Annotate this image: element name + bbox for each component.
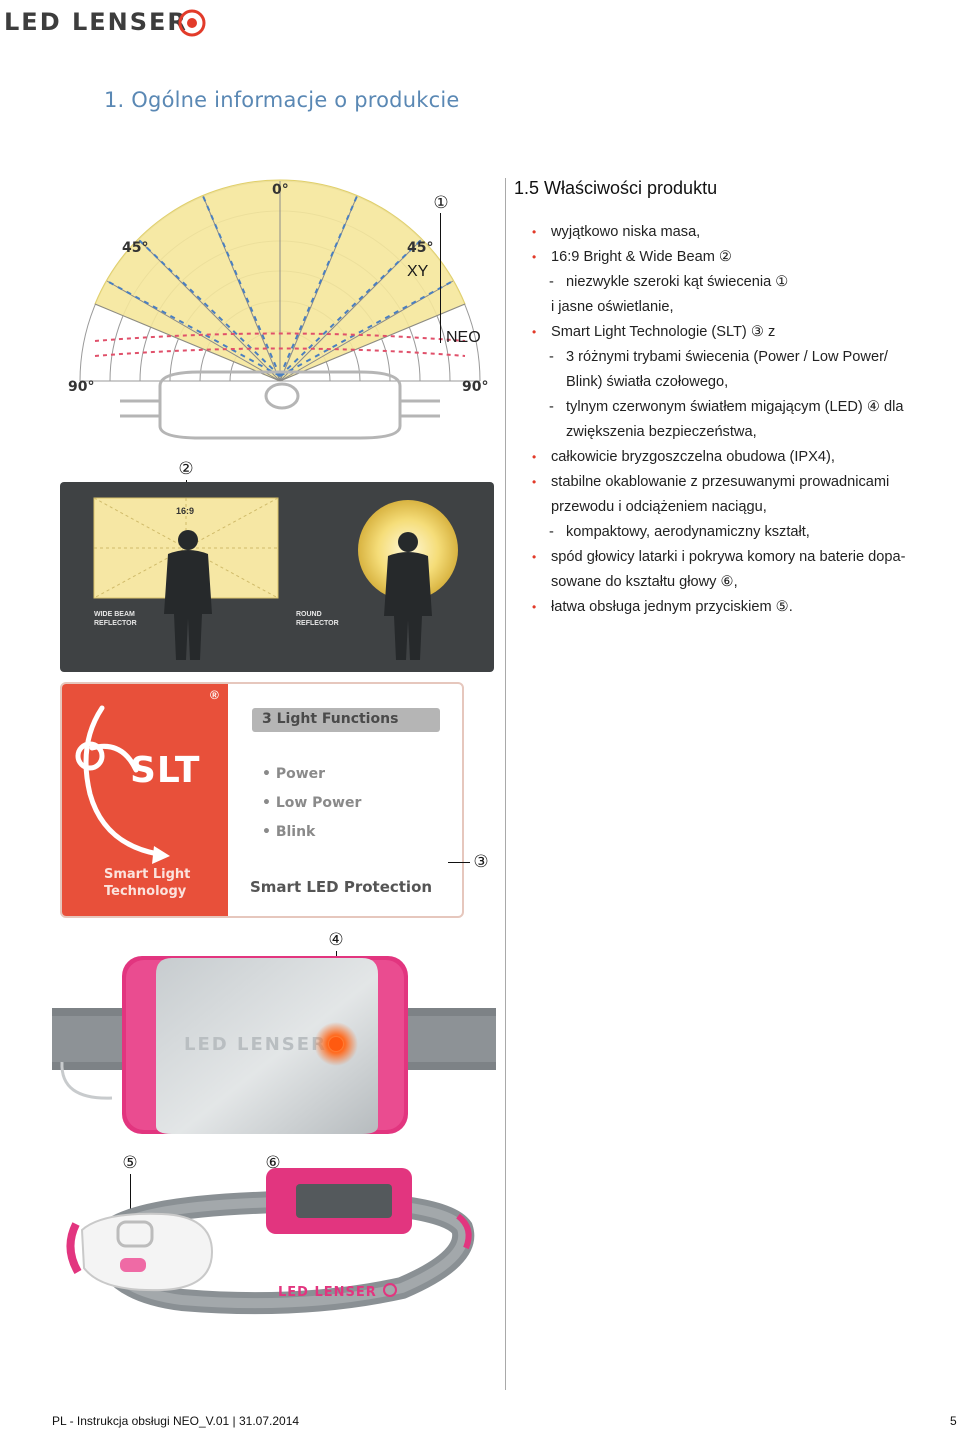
feature-text: spód głowicy latarki i pokrywa komory na…: [551, 549, 906, 565]
beam-comparison-panel: 16:9 WIDE BEAM REFLECTOR ROUND REFLECTOR: [60, 482, 494, 672]
label-xy: XY: [407, 263, 429, 280]
bullet-marker: •: [532, 325, 537, 339]
dash-marker: -: [549, 274, 554, 290]
angle-right-45-label: 45°: [407, 240, 433, 256]
feature-line: • łatwa obsługa jednym przyciskiem ⑤.: [532, 595, 952, 620]
ratio-label: 16:9: [176, 506, 195, 516]
callout-5: ⑤: [122, 1153, 138, 1173]
slt-logo-text: SLT: [130, 750, 201, 791]
feature-text: tylnym czerwonym światłem migającym (LED…: [566, 399, 904, 415]
rear-led-photo: LED LENSER: [52, 950, 496, 1140]
wide-beam-caption: WIDE BEAM REFLECTOR: [94, 610, 137, 628]
bullet-marker: •: [532, 225, 537, 239]
feature-text: 3 różnymi trybami świecenia (Power / Low…: [566, 349, 888, 365]
page-number: 5: [950, 1414, 957, 1428]
slt-subtitle-line-2: Technology: [104, 884, 187, 899]
feature-line: • stabilne okablowanie z przesuwanymi pro…: [532, 470, 952, 495]
feature-text: Blink) światła czołowego,: [566, 374, 729, 390]
slt-card: SLT Smart Light Technology ® 3 Light Fun…: [60, 682, 464, 918]
feature-text: i jasne oświetlanie,: [551, 299, 674, 315]
feature-text: całkowicie bryzgoszczelna obudowa (IPX4)…: [551, 449, 835, 465]
angle-right-90-label: 90°: [462, 379, 488, 395]
feature-line: • spód głowicy latarki i pokrywa komory n…: [532, 545, 952, 570]
bullet-marker: •: [532, 475, 537, 489]
callout-1: ①: [433, 193, 449, 213]
callout-2: ②: [178, 459, 194, 479]
feature-line: sowane do kształtu głowy ⑥,: [532, 570, 952, 595]
feature-line: • 16:9 Bright & Wide Beam ②: [532, 245, 952, 270]
footer-doc-info: PL - Instrukcja obsługi NEO_V.01 | 31.07…: [52, 1414, 300, 1428]
feature-line: -niezwykle szeroki kąt świecenia ①: [532, 270, 952, 295]
beam-angle-diagram: 0° 45° 45° 90° 90°: [60, 176, 500, 466]
round-reflector-caption-line-2: REFLECTOR: [296, 620, 339, 627]
angle-left-90-label: 90°: [68, 379, 94, 395]
feature-line: -tylnym czerwonym światłem migającym (LE…: [532, 395, 952, 420]
round-reflector-caption-line-1: ROUND: [296, 611, 322, 618]
section-heading: 1. Ogólne informacje o produkcie: [104, 88, 460, 112]
column-divider: [505, 178, 506, 1390]
wide-beam-caption-line-2: REFLECTOR: [94, 620, 137, 627]
angle-left-45-label: 45°: [122, 240, 148, 256]
bullet-marker: •: [532, 450, 537, 464]
slt-subtitle-line-1: Smart Light: [104, 867, 191, 882]
angle-0-label: 0°: [272, 182, 289, 198]
feature-line: przewodu i odciążeniem naciągu,: [532, 495, 952, 520]
feature-line: -kompaktowy, aerodynamiczny kształt,: [532, 520, 952, 545]
callout-3-leader: [448, 862, 470, 863]
dash-marker: -: [549, 399, 554, 415]
feature-text: sowane do kształtu głowy ⑥,: [551, 574, 738, 590]
feature-text: 16:9 Bright & Wide Beam ②: [551, 249, 732, 265]
housing-brand-text: LED LENSER: [184, 1034, 327, 1055]
feature-line: i jasne oświetlanie,: [532, 295, 952, 320]
headlamp-strap-photo: LED LENSER: [62, 1168, 482, 1318]
feature-line: zwiększenia bezpieczeństwa,: [532, 420, 952, 445]
slt-red-panel: SLT Smart Light Technology ®: [62, 684, 228, 916]
features-title: 1.5 Właściwości produktu: [514, 178, 718, 198]
bullet-marker: •: [532, 550, 537, 564]
brand-logo: LED LENSER: [4, 4, 214, 38]
callout-4: ④: [328, 930, 344, 950]
bullet-marker: •: [532, 250, 537, 264]
feature-line: • wyjątkowo niska masa,: [532, 220, 952, 245]
feature-text: przewodu i odciążeniem naciągu,: [551, 499, 767, 515]
dash-marker: -: [549, 524, 554, 540]
feature-text: stabilne okablowanie z przesuwanymi prow…: [551, 474, 890, 490]
strap-brand-text: LED LENSER: [278, 1285, 377, 1300]
feature-text: kompaktowy, aerodynamiczny kształt,: [566, 524, 810, 540]
callout-3: ③: [473, 852, 489, 872]
dash-marker: -: [549, 349, 554, 365]
slt-swirl-icon: [75, 705, 170, 864]
feature-text: wyjątkowo niska masa,: [551, 224, 701, 240]
slt-subtitle: Smart Light Technology: [104, 866, 190, 900]
feature-line: -3 różnymi trybami świecenia (Power / Lo…: [532, 345, 952, 370]
callout-1-leader: [440, 213, 441, 343]
light-functions-bar: [252, 708, 440, 732]
smart-led-protection: Smart LED Protection: [250, 878, 433, 896]
light-function-item: • Power: [262, 766, 326, 782]
light-functions-title: 3 Light Functions: [262, 711, 399, 727]
registered-mark: ®: [210, 688, 219, 702]
brand-logo-text: LED LENSER: [4, 8, 188, 36]
feature-list: • wyjątkowo niska masa, • 16:9 Bright & Wid…: [532, 220, 952, 620]
feature-line: • Smart Light Technologie (SLT) ③ z: [532, 320, 952, 345]
feature-line: Blink) światła czołowego,: [532, 370, 952, 395]
label-neo: NEO: [446, 329, 481, 346]
light-function-item: • Blink: [262, 824, 316, 840]
feature-text: Smart Light Technologie (SLT) ③ z: [551, 324, 776, 340]
feature-text: niezwykle szeroki kąt świecenia ①: [566, 274, 789, 290]
light-function-item: • Low Power: [262, 795, 362, 811]
round-reflector-caption: ROUND REFLECTOR: [296, 610, 339, 628]
feature-line: • całkowicie bryzgoszczelna obudowa (IPX4…: [532, 445, 952, 470]
wide-beam-caption-line-1: WIDE BEAM: [94, 611, 135, 618]
feature-text: zwiększenia bezpieczeństwa,: [566, 424, 757, 440]
feature-text: łatwa obsługa jednym przyciskiem ⑤.: [551, 599, 793, 615]
bullet-marker: •: [532, 600, 537, 614]
